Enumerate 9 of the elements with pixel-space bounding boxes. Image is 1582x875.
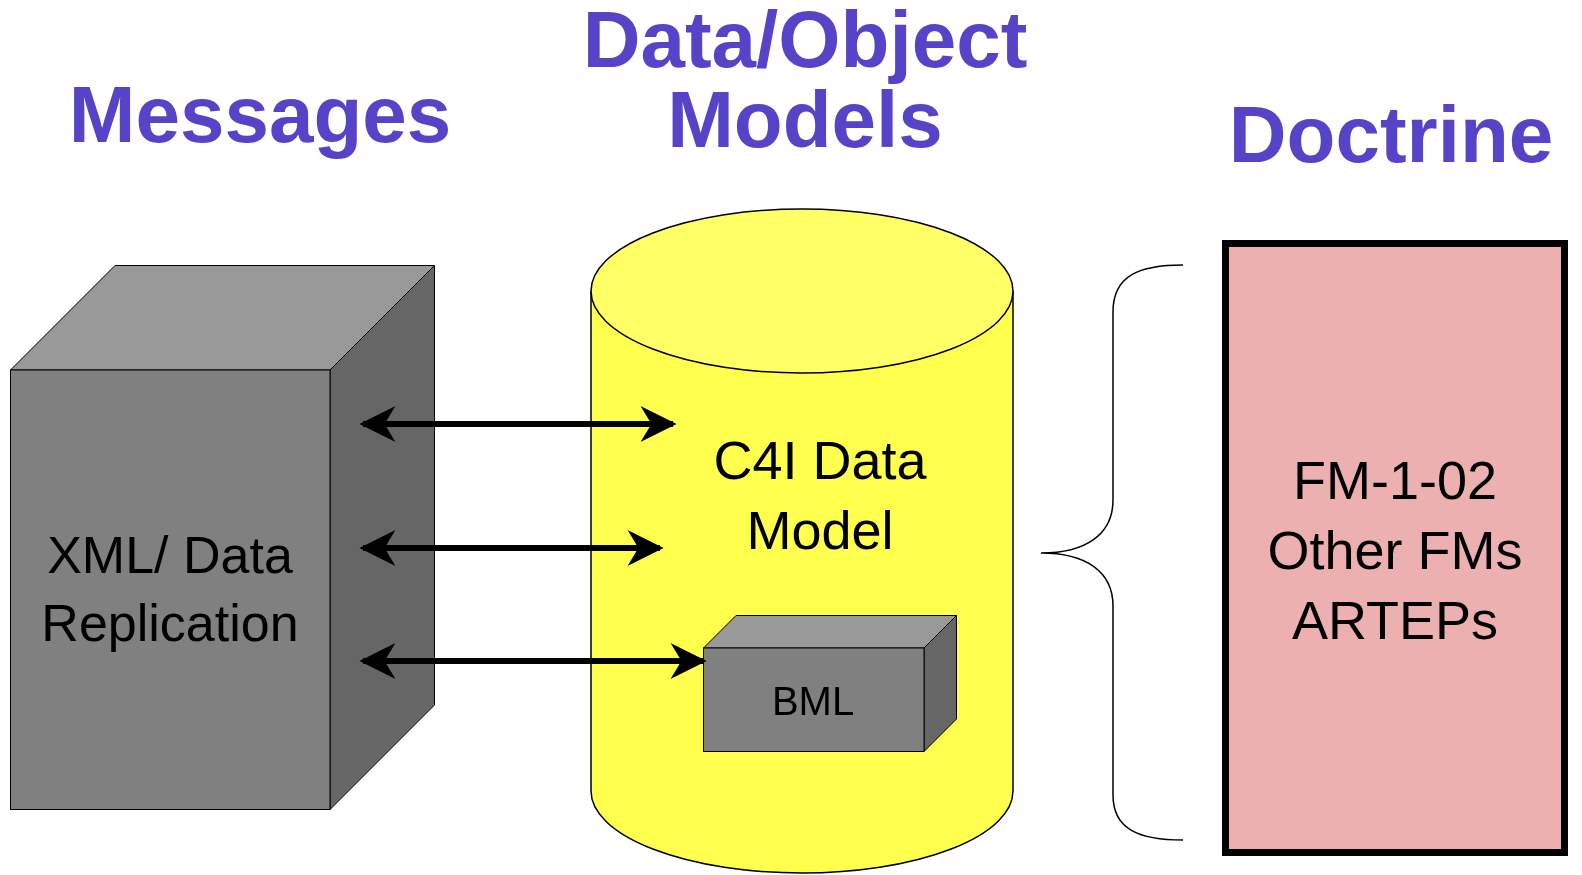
double-arrow <box>359 530 664 566</box>
node-label: XML/ Data Replication <box>40 525 300 654</box>
node-label: C4I Data Model <box>712 428 928 562</box>
double-arrow <box>359 406 677 442</box>
node-label: FM-1-02 Other FMs ARTEPs <box>1266 448 1524 653</box>
double-arrow <box>359 643 707 679</box>
column-heading: Data/Object Models <box>581 0 1029 160</box>
column-heading: Doctrine <box>1228 95 1554 175</box>
node-label: BML <box>771 678 855 725</box>
